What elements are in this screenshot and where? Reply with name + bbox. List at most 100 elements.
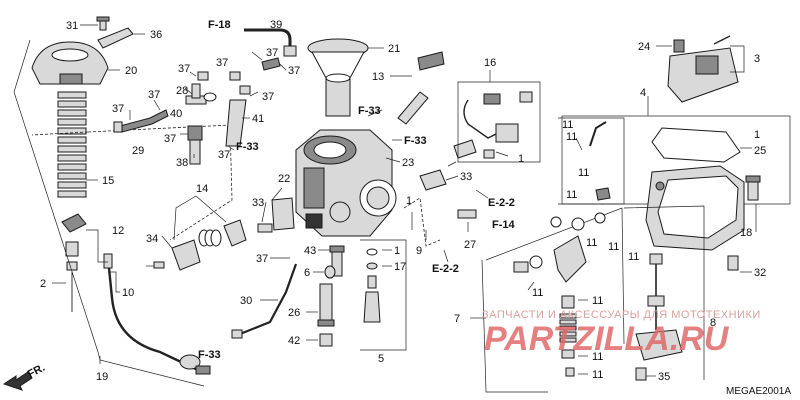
part-labels: 31 36 20 15 12 2 10 19 37 29 37 37 28 40… <box>40 19 791 397</box>
carb-top-bore <box>313 141 347 159</box>
piston-top <box>325 73 351 83</box>
label-23: 23 <box>402 157 414 169</box>
gasket-25-part <box>651 127 741 163</box>
label-25: 25 <box>754 145 766 157</box>
label-12: 12 <box>112 225 124 237</box>
screw-35-part <box>635 367 647 381</box>
fitting-38-cap <box>187 125 203 141</box>
washer-11-a <box>550 216 562 228</box>
label-37g: 37 <box>218 149 230 161</box>
top-cover-tab <box>59 73 83 85</box>
carburetor-body <box>295 38 445 237</box>
chamber-screw-hole <box>655 181 665 191</box>
emulsion-tube-part <box>363 291 381 323</box>
choke-rod-part <box>589 121 607 147</box>
cable-30-end <box>231 329 243 339</box>
direction-label: FR. <box>26 362 47 381</box>
label-37-cable: 37 <box>256 253 268 265</box>
label-40: 40 <box>170 108 182 120</box>
screw-18-head <box>745 175 761 183</box>
spring-8-part <box>559 313 577 343</box>
cable-end-part <box>103 253 113 269</box>
right-center-parts <box>403 139 489 263</box>
label-37h: 37 <box>288 65 300 77</box>
watermark-brand: PARTZILLA.RU <box>484 320 730 358</box>
solenoid-3-assembly <box>656 35 745 103</box>
label-35: 35 <box>658 371 670 383</box>
label-2: 2 <box>40 278 46 290</box>
label-29: 29 <box>132 145 144 157</box>
top-cover-assembly <box>31 16 211 375</box>
fitting-38-part <box>189 139 201 165</box>
label-9: 9 <box>416 245 422 257</box>
label-30: 30 <box>240 295 252 307</box>
label-11-c: 11 <box>578 167 589 179</box>
label-37c: 37 <box>178 63 190 75</box>
solenoid-wire <box>713 35 731 45</box>
label-37e: 37 <box>216 57 228 69</box>
sensor-clip-part <box>519 91 533 103</box>
spring-14-part <box>198 229 222 247</box>
clip-37d-part <box>239 85 251 95</box>
jet-26-base <box>317 319 335 327</box>
label-33a: 33 <box>252 197 264 209</box>
label-28b: 37 <box>266 47 278 59</box>
washer-1-part <box>366 248 378 256</box>
jet-26-part <box>319 283 333 323</box>
label-38: 38 <box>176 157 188 169</box>
ref-e22-right: E-2-2 <box>488 197 515 209</box>
float-screw-part <box>513 261 529 273</box>
needle-guide-part <box>647 295 665 307</box>
oring-17-part <box>366 262 378 270</box>
sensor-wire-part <box>463 99 501 139</box>
label-34: 34 <box>146 233 158 245</box>
label-8: 8 <box>710 317 716 329</box>
label-10: 10 <box>122 287 134 299</box>
diagram-code: MEGAE2001A <box>726 386 791 397</box>
label-14: 14 <box>196 183 208 195</box>
label-11-e: 11 <box>586 237 597 249</box>
needle-holder-part <box>61 213 87 233</box>
solenoid-3-coil <box>695 55 719 75</box>
front-direction-indicator: FR. <box>2 362 47 391</box>
float-set-assembly <box>470 205 705 393</box>
ref-e22-lower: E-2-2 <box>432 263 459 275</box>
tube-41-part <box>225 99 247 147</box>
carb-side-housing <box>303 167 325 209</box>
ref-f33-right: F-33 <box>404 135 427 147</box>
float-chamber-assembly <box>561 96 791 273</box>
throttle-cable-19-part <box>106 257 199 372</box>
drain-32-part <box>727 255 739 271</box>
jet-6-part <box>324 265 336 279</box>
jet-set-box <box>360 239 407 351</box>
screw-42-part <box>319 333 333 347</box>
label-27: 27 <box>464 239 476 251</box>
screw-33-part <box>257 223 273 233</box>
top-cover-boss <box>51 48 89 62</box>
label-11-g: 11 <box>532 287 543 299</box>
watermark: ЗАПЧАСТИ И АКСЕССУАРЫ ДЛЯ МОТОТЕХНИКИ PA… <box>482 309 760 358</box>
label-32: 32 <box>754 267 766 279</box>
label-21: 21 <box>388 43 400 55</box>
throttle-leaders <box>146 187 330 341</box>
label-36: 36 <box>150 29 162 41</box>
nut-11-part <box>561 295 575 309</box>
label-33b: 33 <box>460 171 472 183</box>
front-arrow-icon <box>2 371 33 391</box>
bracket-34-part <box>171 239 201 271</box>
cable-adjuster-part <box>195 365 211 375</box>
fitting-23-part <box>453 139 477 159</box>
clip-37b-part <box>197 71 209 81</box>
pulley-14-part <box>223 219 247 247</box>
label-11-h: 11 <box>592 295 603 307</box>
label-5: 5 <box>378 353 384 365</box>
label-41: 41 <box>252 113 264 125</box>
needle-cap-part <box>649 253 663 265</box>
screw-37-part <box>153 261 165 269</box>
vacuum-piston-part <box>325 77 351 117</box>
label-15: 15 <box>102 175 114 187</box>
hose-39-end <box>283 45 297 57</box>
label-11-d: 11 <box>566 189 577 201</box>
